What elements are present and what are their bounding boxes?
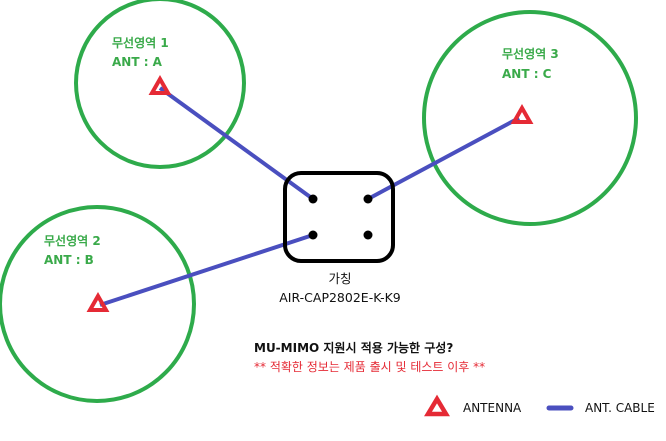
coverage-zone-3-circle bbox=[422, 10, 638, 226]
zone-1-title: 무선영역 1 bbox=[112, 36, 169, 50]
antenna-b-icon bbox=[86, 291, 110, 312]
zone-2-title: 무선영역 2 bbox=[44, 234, 101, 248]
zone-3-antenna-label: ANT : C bbox=[502, 67, 552, 81]
ap-model-label: AIR-CAP2802E-K-K9 bbox=[279, 290, 401, 305]
zone-1-antenna-label: ANT : A bbox=[112, 55, 162, 69]
antenna-c-icon bbox=[510, 103, 534, 124]
legend-cable-label: ANT. CABLE bbox=[585, 401, 655, 415]
legend-antenna-icon bbox=[424, 394, 450, 417]
antenna-a-icon bbox=[148, 74, 172, 95]
access-point-box bbox=[283, 171, 395, 263]
ap-port-3-icon bbox=[308, 230, 318, 240]
ap-port-4-icon bbox=[363, 230, 373, 240]
antenna-cable-c bbox=[367, 116, 520, 201]
ap-port-1-icon bbox=[308, 194, 318, 204]
zone-3-title: 무선영역 3 bbox=[502, 47, 559, 61]
mu-mimo-question-note: MU-MIMO 지원시 적용 가능한 구성? bbox=[254, 341, 454, 355]
ap-port-2-icon bbox=[363, 194, 373, 204]
coverage-zone-2-circle bbox=[0, 205, 196, 403]
coverage-zone-1-circle bbox=[74, 0, 246, 169]
ap-name-label: 가칭 bbox=[328, 271, 352, 286]
zone-2-antenna-label: ANT : B bbox=[44, 253, 94, 267]
legend-antenna-label: ANTENNA bbox=[463, 401, 522, 415]
antenna-cable-b bbox=[99, 233, 314, 307]
disclaimer-note: ** 적확한 정보는 제품 출시 및 테스트 이후 ** bbox=[254, 360, 486, 374]
antenna-cable-a bbox=[158, 86, 315, 201]
